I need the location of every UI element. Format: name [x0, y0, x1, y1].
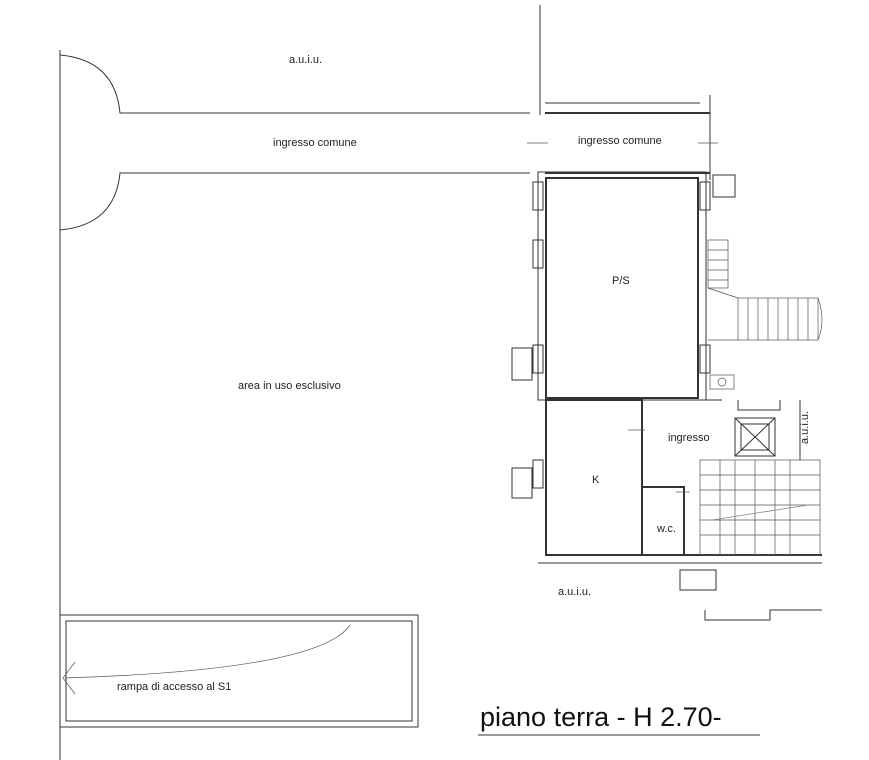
entry-curve [59, 54, 530, 231]
external-box-1 [712, 174, 736, 198]
rampa-outline [59, 614, 419, 728]
label-ingresso-comune-right: ingresso comune [578, 135, 662, 147]
label-area-esclusivo: area in uso esclusivo [238, 380, 341, 392]
label-wc: w.c. [656, 523, 676, 535]
label-auiu-top: a.u.i.u. [289, 54, 322, 66]
label-ingresso: ingresso [668, 432, 710, 444]
label-auiu-bottom: a.u.i.u. [558, 586, 591, 598]
elevator-shaft [734, 417, 776, 457]
label-rampa: rampa di accesso al S1 [117, 681, 231, 693]
right-exterior-outline [737, 400, 801, 460]
label-auiu-right: a.u.i.u. [799, 411, 811, 444]
external-box-3 [511, 467, 533, 499]
window-marks-left [532, 181, 544, 489]
room-ps [545, 177, 699, 399]
plan-title: piano terra - H 2.70- [480, 702, 722, 732]
external-box-4 [679, 569, 717, 591]
room-wc [641, 486, 685, 556]
rampa-inner [65, 620, 413, 722]
interior-stairs [699, 459, 821, 556]
window-marks-right [699, 181, 711, 374]
rampa-arrow-path [64, 624, 351, 679]
fixture-box [709, 374, 735, 390]
fixture-circle [717, 377, 727, 387]
bottom-right-outline [704, 609, 822, 621]
label-ps: P/S [612, 275, 630, 287]
label-ingresso-comune-left: ingresso comune [273, 137, 357, 149]
external-box-2 [511, 347, 533, 381]
label-kitchen: K [592, 474, 600, 486]
exterior-stairs [707, 239, 823, 341]
rampa-arrow-head [62, 661, 76, 695]
